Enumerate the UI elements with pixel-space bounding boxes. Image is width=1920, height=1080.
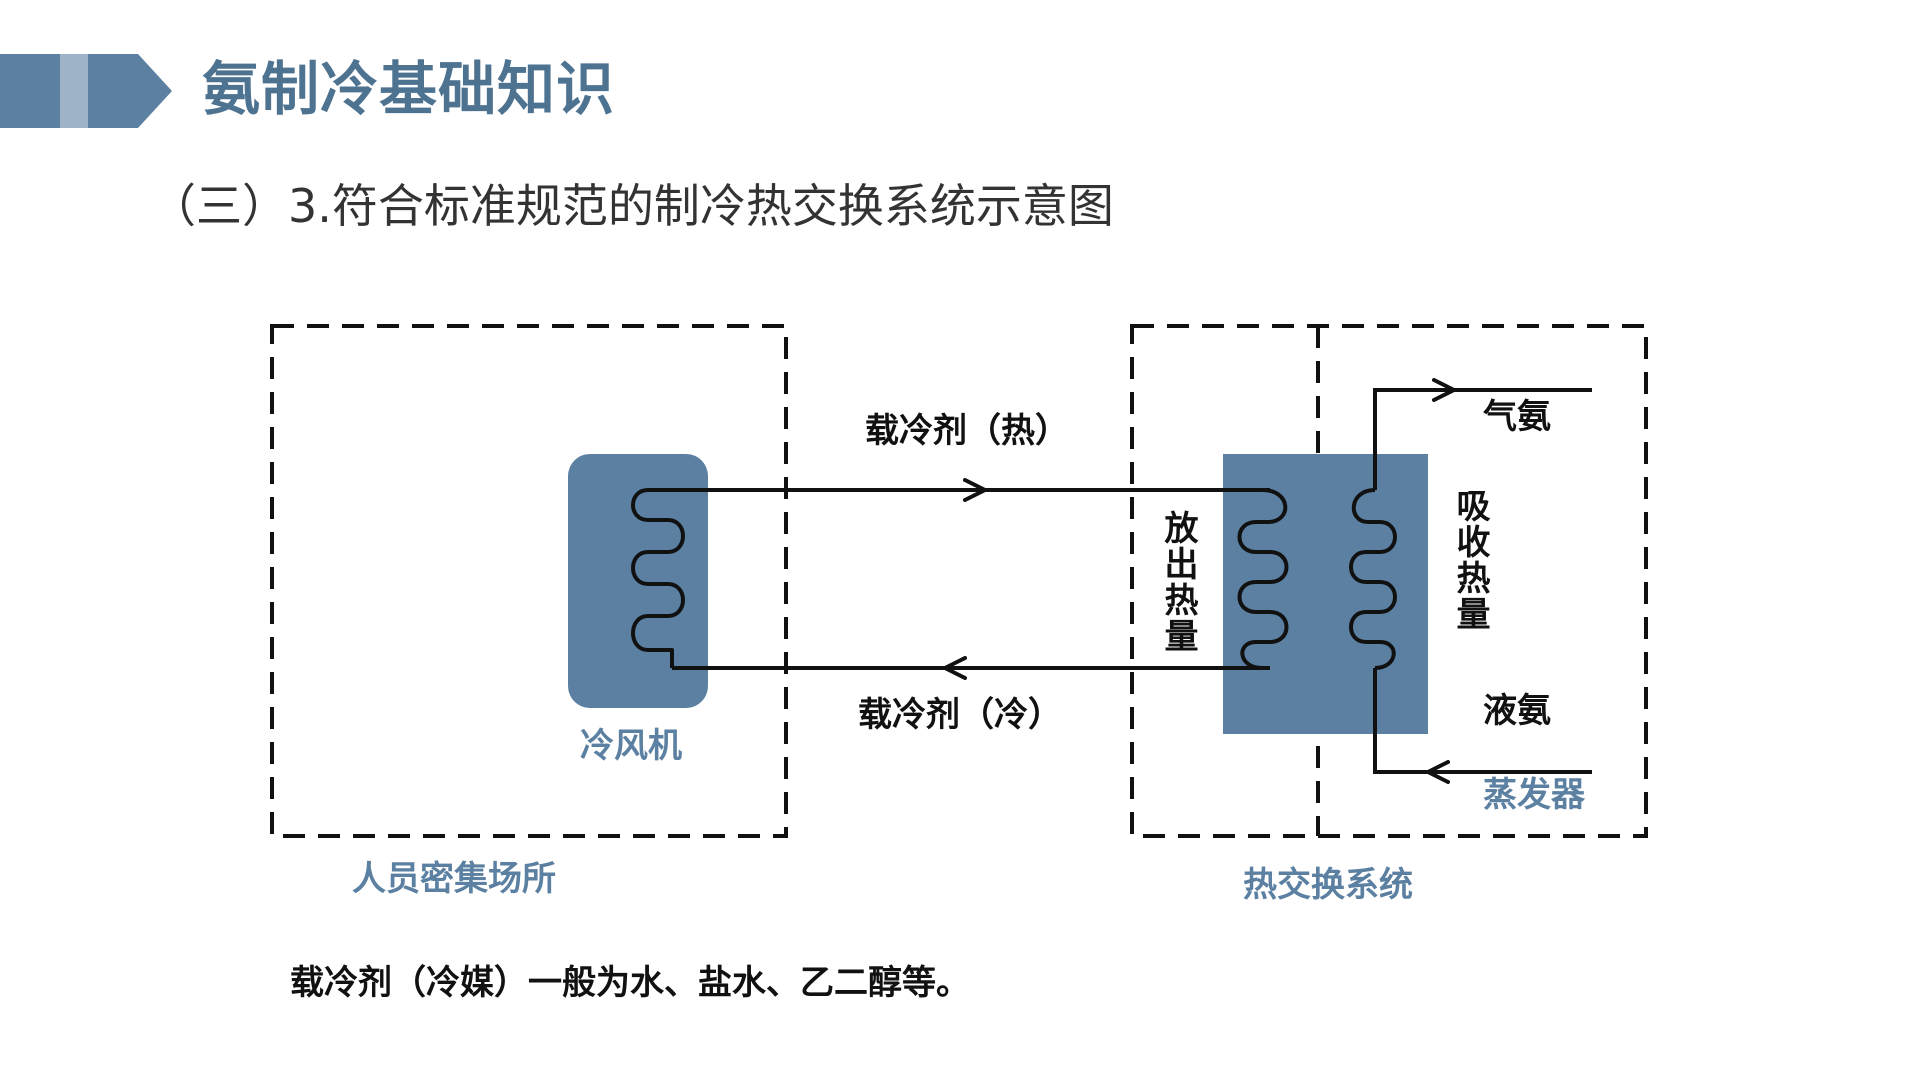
release-coil [1237,488,1289,670]
heat-release-label: 放出热量 [1158,510,1198,654]
coolant-note: 载冷剂（冷媒）一般为水、盐水、乙二醇等。 [290,963,970,1003]
liquid-ammonia-label: 液氨 [1483,691,1551,731]
evaporator-label: 蒸发器 [1483,775,1586,815]
gas-ammonia-label: 气氨 [1482,397,1551,437]
gas-ammonia-line [1373,378,1456,490]
zone-heat-exchange-box [1130,324,1648,838]
air-cooler-label: 冷风机 [580,726,682,766]
title-banner [0,54,172,128]
heat-exchanger-block [1223,454,1428,734]
page-title: 氨制冷基础知识 [202,55,616,123]
coolant-cold-label: 载冷剂（冷） [858,695,1062,735]
page-subtitle: （三）3.符合标准规范的制冷热交换系统示意图 [150,179,1114,233]
coolant-hot-label: 载冷剂（热） [865,411,1069,451]
absorb-coil [1349,488,1397,670]
heat-absorb-label: 吸收热量 [1450,488,1490,632]
zone-crowded-area-box [270,324,788,838]
crowded-area-label: 人员密集场所 [352,859,556,899]
air-cooler-coil [631,488,685,668]
heat-exchange-system-label: 热交换系统 [1243,865,1413,905]
